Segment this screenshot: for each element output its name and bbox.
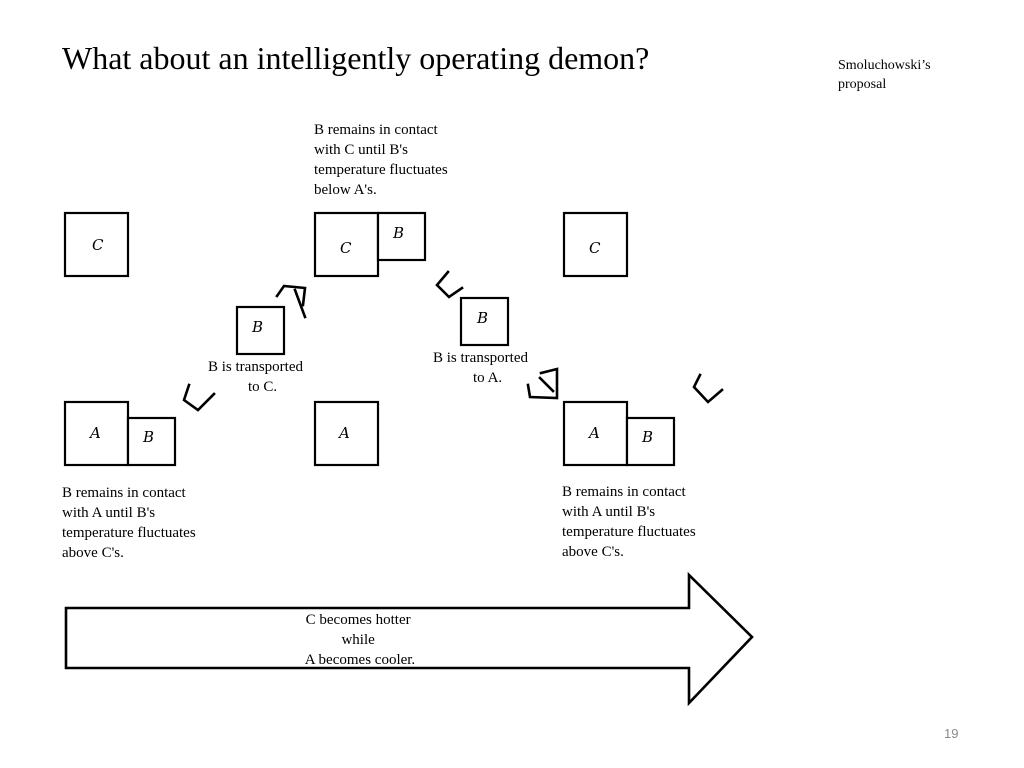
caption-top-1: B remains in contact (314, 122, 439, 138)
box-b-transport-1 (235, 305, 286, 356)
caption-right-bottom-1: B remains in contact (562, 484, 687, 500)
caption-left-bottom-2: with A until B's (62, 505, 155, 521)
slide-title: What about an intelligently operating de… (62, 40, 650, 76)
label-b-left: B (142, 428, 154, 446)
caption-left-bottom-1: B remains in contact (62, 485, 187, 501)
side-note: Smoluchowski’s proposal (838, 56, 931, 94)
arrow-text-2: while (341, 632, 375, 648)
side-note-line-1: Smoluchowski’s (838, 58, 931, 73)
page-number: 19 (944, 726, 959, 741)
caption-transport-to-a-2: to A. (473, 370, 502, 386)
label-b-transport-2: B (476, 309, 488, 327)
label-b-transport-1: B (251, 318, 263, 336)
label-c-right: C (589, 239, 601, 257)
hand-icon-right (692, 373, 724, 404)
hand-icon-upper-right (435, 270, 464, 299)
arrow-text-1: C becomes hotter (306, 612, 411, 628)
box-c-right (562, 211, 629, 278)
caption-right-bottom-2: with A until B's (562, 504, 655, 520)
hand-icon-upper-left (275, 284, 307, 319)
label-b-right: B (641, 428, 653, 446)
caption-transport-to-a-1: B is transported (433, 350, 528, 366)
hand-icon-lower-left (182, 383, 216, 412)
box-b-left (126, 416, 177, 467)
caption-left-bottom: B remains in contact with A until B's te… (62, 485, 199, 561)
label-c-middle: C (340, 239, 352, 257)
box-a-left (63, 400, 130, 467)
label-a-middle: A (337, 424, 350, 442)
side-note-line-2: proposal (838, 77, 887, 92)
caption-top: B remains in contact with C until B's te… (314, 122, 451, 198)
box-b-middle (376, 211, 427, 262)
caption-transport-to-c: B is transported to C. (208, 359, 307, 395)
caption-left-bottom-3: temperature fluctuates (62, 525, 196, 541)
caption-transport-to-c-1: B is transported (208, 359, 303, 375)
box-c-left (63, 211, 130, 278)
label-a-right: A (587, 424, 600, 442)
box-a-right (562, 400, 629, 467)
caption-right-bottom-3: temperature fluctuates (562, 524, 696, 540)
caption-left-bottom-4: above C's. (62, 545, 124, 561)
box-b-transport-2 (459, 296, 510, 347)
caption-top-3: temperature fluctuates (314, 162, 448, 178)
caption-top-2: with C until B's (314, 142, 408, 158)
big-arrow (64, 571, 754, 707)
box-a-middle (313, 400, 380, 467)
hand-icon-lower-middle (526, 367, 559, 400)
box-b-right (625, 416, 676, 467)
box-c-middle (313, 211, 380, 278)
caption-transport-to-c-2: to C. (248, 379, 277, 395)
caption-top-4: below A's. (314, 182, 377, 198)
arrow-text-3: A becomes cooler. (305, 652, 415, 668)
arrow-text: C becomes hotter while A becomes cooler. (305, 612, 415, 668)
caption-right-bottom: B remains in contact with A until B's te… (562, 484, 699, 560)
caption-transport-to-a: B is transported to A. (433, 350, 532, 386)
caption-right-bottom-4: above C's. (562, 544, 624, 560)
label-b-middle: B (392, 224, 404, 242)
label-a-left: A (88, 424, 101, 442)
label-c-left: C (92, 236, 104, 254)
